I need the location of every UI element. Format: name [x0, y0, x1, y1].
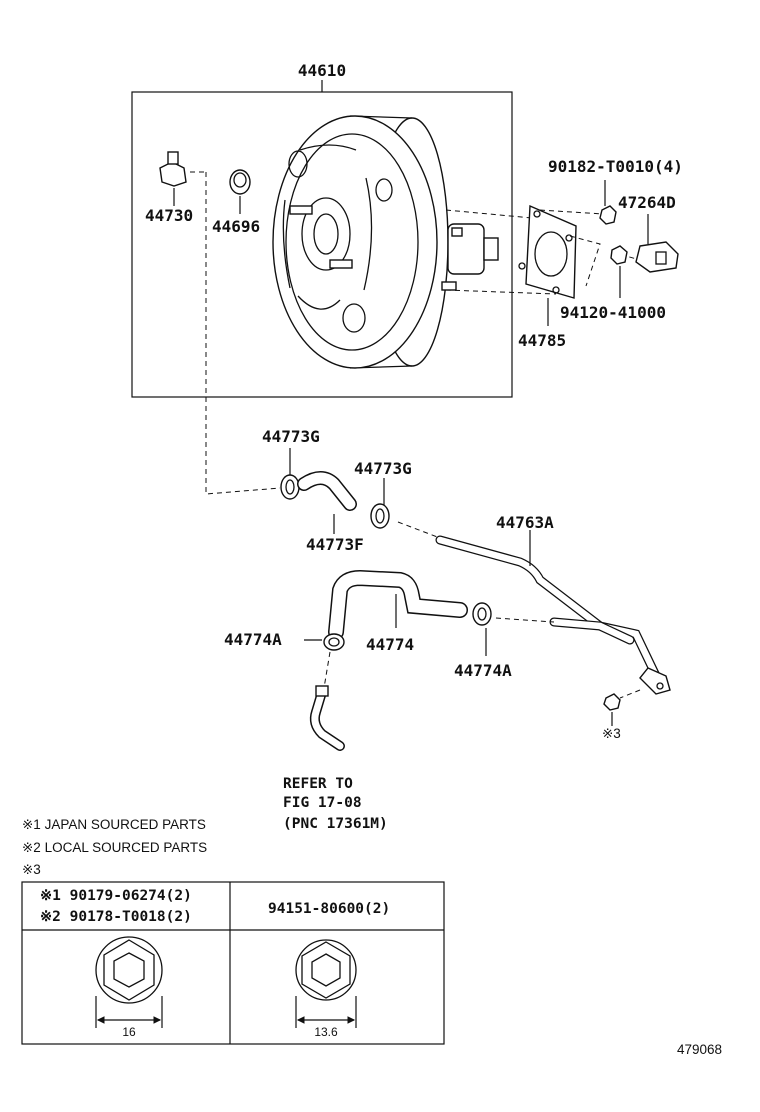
bracket-part — [635, 241, 679, 273]
hose-lower-part — [328, 569, 468, 640]
refer-line3[interactable]: (PNC 17361M) — [283, 816, 388, 832]
hex-nut-icon — [295, 939, 357, 1028]
refer-line1[interactable]: REFER TO — [283, 776, 353, 792]
label-nut2[interactable]: 94120-41000 — [560, 303, 666, 322]
table-dim1: 16 — [122, 1025, 136, 1039]
clamp-upper1-part — [280, 474, 300, 500]
label-check-valve[interactable]: 44730 — [145, 206, 193, 225]
label-grommet[interactable]: 44696 — [212, 217, 260, 236]
figure-id: 479068 — [677, 1042, 722, 1057]
label-booster[interactable]: 44610 — [298, 61, 346, 80]
note-local: ※2 LOCAL SOURCED PARTS — [22, 840, 207, 855]
table-col1-row2: ※2 90178-T0018(2) — [40, 909, 192, 925]
label-gasket[interactable]: 44785 — [518, 331, 566, 350]
nut-90182-part — [599, 205, 617, 225]
label-clamp-lower-right[interactable]: 44774A — [454, 661, 512, 680]
label-bracket[interactable]: 47264D — [618, 193, 676, 212]
refer-hose-part — [309, 685, 345, 751]
nut-94120-part — [610, 245, 628, 265]
clamp-lower-right-part — [472, 602, 492, 626]
table-col1-row1: ※1 90179-06274(2) — [40, 888, 192, 904]
nut-note3-part — [603, 693, 621, 711]
note-3: ※3 — [22, 862, 41, 877]
grommet-part — [229, 169, 251, 195]
label-nut-set[interactable]: 90182-T0010(4) — [548, 157, 683, 176]
table-dim2: 13.6 — [314, 1025, 338, 1039]
clamp-upper2-part — [370, 503, 390, 529]
label-clamp-upper1[interactable]: 44773G — [262, 427, 320, 446]
table-col2: 94151-80600(2) — [268, 901, 390, 917]
hose-upper-part — [297, 471, 357, 511]
label-pipe[interactable]: 44763A — [496, 513, 554, 532]
label-clamp-upper2[interactable]: 44773G — [354, 459, 412, 478]
check-valve-part — [159, 151, 187, 187]
booster-assembly-box — [131, 91, 513, 398]
pipe-part — [435, 535, 671, 695]
flange-nut-icon — [95, 936, 163, 1028]
label-hose-lower[interactable]: 44774 — [366, 635, 414, 654]
refer-line2[interactable]: FIG 17-08 — [283, 795, 362, 811]
clamp-lower-left-part — [323, 633, 345, 651]
gasket-part — [518, 204, 577, 299]
note-japan: ※1 JAPAN SOURCED PARTS — [22, 817, 206, 832]
brake-booster — [272, 115, 499, 369]
fastener-table — [21, 881, 445, 1045]
label-hose-upper[interactable]: 44773F — [306, 535, 364, 554]
label-clamp-lower-left[interactable]: 44774A — [224, 630, 282, 649]
label-note3-mark: ※3 — [602, 726, 621, 741]
